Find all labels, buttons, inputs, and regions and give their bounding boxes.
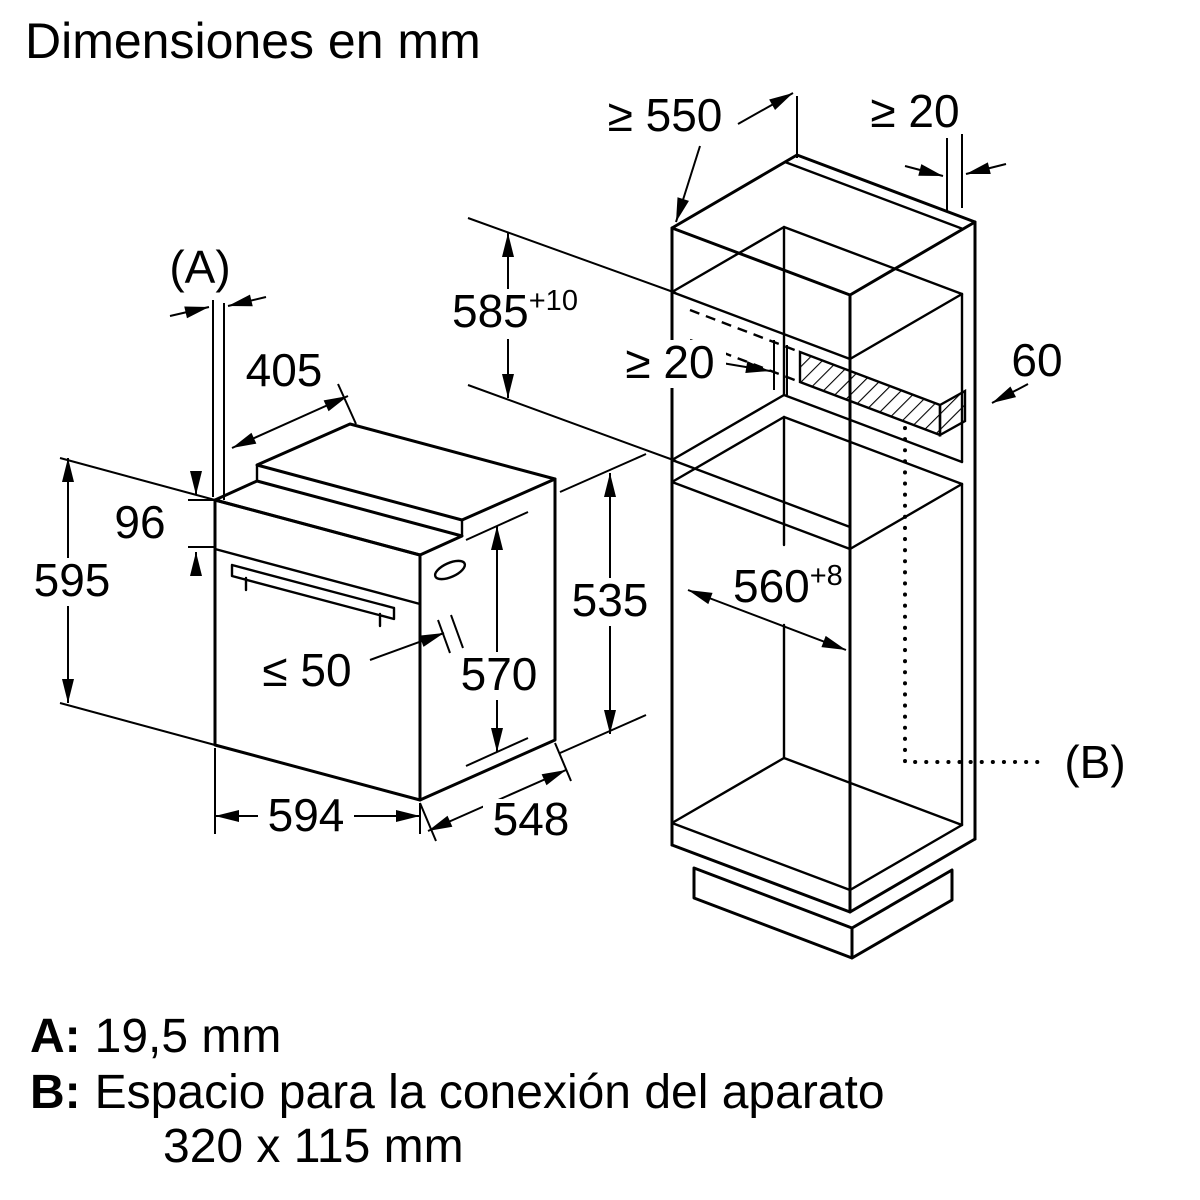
- legend-b: B: Espacio para la conexión del aparato: [30, 1066, 885, 1119]
- oven-top-step: [255, 463, 464, 538]
- legend-a-key: A:: [30, 1010, 81, 1063]
- dim-550-arrow-back: [737, 92, 794, 125]
- oven-grip-hole: [433, 559, 467, 581]
- legend: A: 19,5 mm B: Espacio para la conexión del…: [30, 1010, 885, 1173]
- cabinet-inner-back-upper: [782, 225, 964, 464]
- dim-595-label: 595: [34, 554, 111, 606]
- cabinet-drawing: [670, 153, 977, 960]
- legend-a-value: 19,5 mm: [95, 1010, 282, 1063]
- dim-50-leader: [369, 632, 445, 661]
- connection-b-dotted-line: [903, 426, 1044, 764]
- oven-handle: [230, 563, 396, 628]
- dim-a-extension-lines: [212, 300, 225, 500]
- dim-60-leader: [991, 383, 1029, 404]
- dim-96-extensions: [188, 499, 215, 548]
- connection-duct-end: [938, 388, 967, 438]
- legend-b-key: B:: [30, 1066, 81, 1119]
- dim-405-line: [231, 395, 349, 449]
- dim-20mid-ticks: [773, 340, 788, 395]
- cabinet-floor: [670, 756, 964, 892]
- oven-drawing: [213, 422, 557, 802]
- dim-560-line: [687, 589, 847, 651]
- dim-405-tick: [337, 383, 357, 425]
- dim-20mid-leader: [721, 361, 771, 373]
- dim-548-label: 548: [493, 793, 570, 845]
- ref-b-label: (B): [1064, 736, 1125, 788]
- legend-a: A: 19,5 mm: [30, 1010, 281, 1063]
- cabinet-back-panel-top: [783, 160, 965, 231]
- label-backgrounds: [24, 289, 726, 845]
- dim-50-ticks: [437, 614, 464, 654]
- dim-550-arrow-front: [675, 145, 701, 223]
- dim-594-label: 594: [268, 789, 345, 841]
- dim-20-mid-label: ≥ 20: [625, 336, 714, 388]
- dim-560-label: 560+8: [733, 560, 843, 612]
- dim-595-extensions: [59, 457, 216, 746]
- dim-20-top-label: ≥ 20: [870, 85, 959, 137]
- dim-20top-arrow-left: [904, 164, 944, 177]
- dim-405-label: 405: [246, 344, 323, 396]
- page-title: Dimensiones en mm: [25, 13, 481, 69]
- dim-560-tolerance: +8: [810, 560, 843, 592]
- legend-b-value: Espacio para la conexión del aparato: [95, 1066, 885, 1119]
- dim-60-label: 60: [1011, 334, 1062, 386]
- dim-585-tolerance: +10: [529, 285, 578, 317]
- dim-a-arrow-right: [227, 294, 267, 307]
- dim-a-arrow-left: [169, 306, 210, 319]
- dim-560-value: 560: [733, 560, 810, 612]
- dim-570-label: 570: [461, 648, 538, 700]
- oven-panel-seam: [213, 547, 422, 606]
- dim-20top-ticks: [946, 134, 963, 212]
- dimension-lines: [59, 92, 1044, 842]
- cabinet-niche-top: [670, 290, 852, 361]
- dim-535-label: 535: [572, 574, 649, 626]
- dim-585-value: 585: [452, 285, 529, 337]
- legend-b-size: 320 x 115 mm: [163, 1120, 464, 1173]
- ref-a-label: (A): [169, 241, 230, 293]
- dim-550-label: ≥ 550: [608, 89, 723, 141]
- dim-50-label: ≤ 50: [262, 644, 351, 696]
- dim-585-label: 585+10: [452, 285, 578, 337]
- dim-96-label: 96: [114, 496, 165, 548]
- cabinet-plinth: [692, 866, 954, 960]
- dim-535-ticks: [559, 453, 647, 754]
- cabinet-bottom-edges: [670, 837, 977, 914]
- labels: Dimensiones en mm ≥ 550 ≥ 20 585+10 ≥ 20…: [25, 13, 1126, 845]
- dim-20top-arrow-right: [965, 162, 1007, 175]
